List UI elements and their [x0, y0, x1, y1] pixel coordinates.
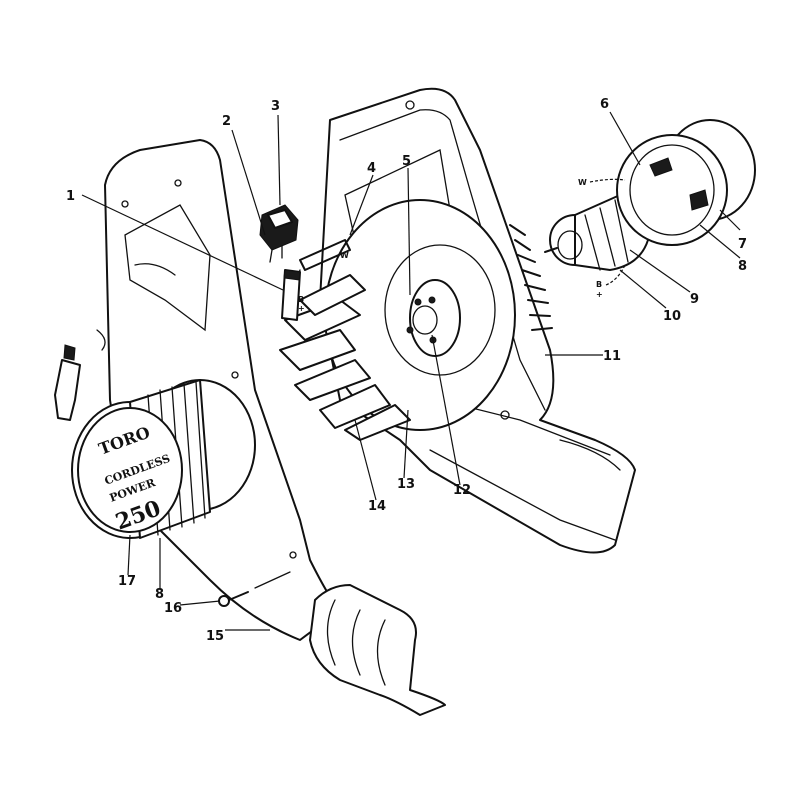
- screw: [218, 571, 291, 607]
- callout-4: 4: [367, 161, 376, 176]
- callout-5: 5: [402, 154, 411, 169]
- callout-10: 10: [663, 309, 681, 324]
- callout-11: 11: [603, 349, 621, 364]
- intake-cover: TORO CORDLESS POWER 250: [71, 379, 256, 539]
- callout-7: 7: [738, 237, 747, 252]
- wire-mark-b-left: B: [298, 295, 304, 304]
- motor-end-cover: [616, 119, 756, 246]
- callout-2: 2: [222, 114, 231, 129]
- wire-mark-w-left: W: [340, 251, 349, 260]
- charger-plug: [54, 344, 81, 421]
- lower-nozzle: [309, 584, 446, 716]
- callout-16: 16: [164, 601, 182, 616]
- battery-part: [281, 269, 301, 321]
- callout-14: 14: [368, 499, 386, 514]
- callout-12: 12: [453, 483, 471, 498]
- rocker-switch: [259, 204, 299, 263]
- impeller-blades: [279, 274, 411, 441]
- wire-marks: B + W W B +: [298, 178, 626, 313]
- callout-17: 17: [118, 574, 136, 589]
- callout-3: 3: [271, 99, 280, 114]
- callout-labels: 1 2 3 4 5 6 7 8 9 10 11 12 13 14 15 16 1…: [66, 97, 747, 644]
- callout-1: 1: [66, 189, 75, 204]
- wire-mark-plus-right: +: [596, 290, 603, 299]
- callout-8-left: 8: [155, 587, 164, 602]
- wire-mark-b-right: B: [596, 280, 602, 289]
- callout-6: 6: [600, 97, 609, 112]
- callout-8-right: 8: [738, 259, 747, 274]
- callout-15: 15: [206, 629, 224, 644]
- wire-mark-plus-left: +: [298, 304, 305, 313]
- leader-lines: [81, 111, 741, 631]
- callout-13: 13: [397, 477, 415, 492]
- wire-mark-w-right: W: [578, 178, 587, 187]
- callout-9: 9: [690, 292, 699, 307]
